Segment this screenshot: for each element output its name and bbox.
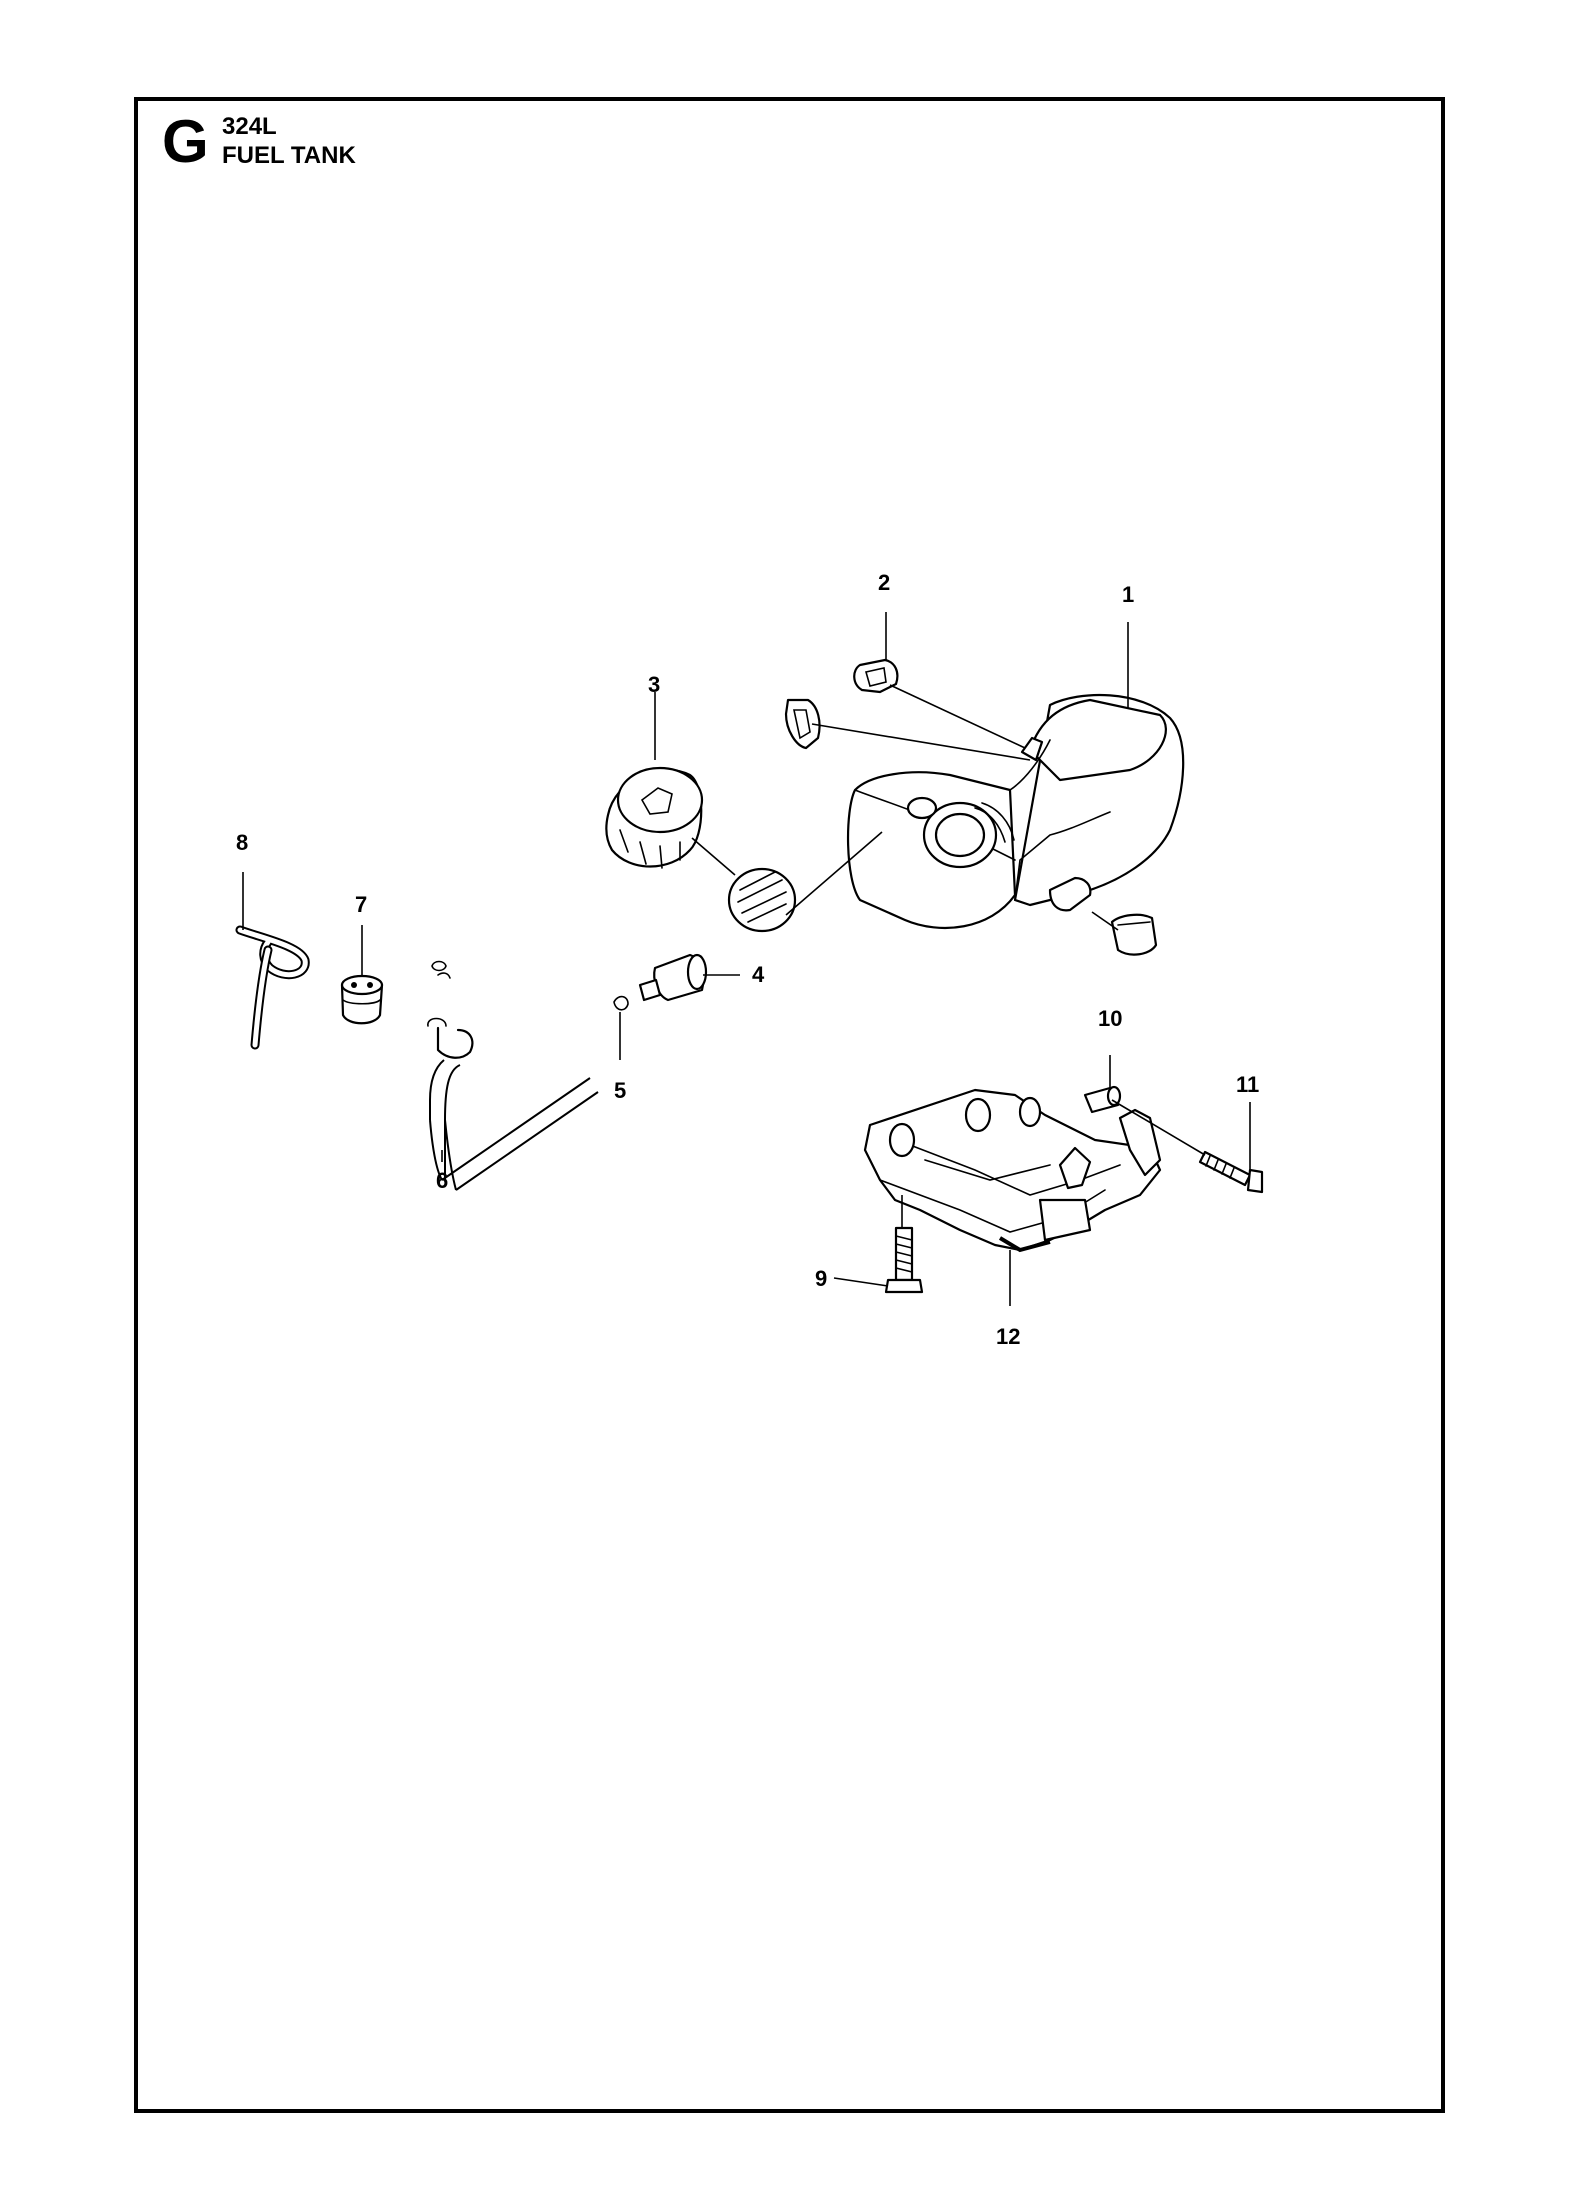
callout-4: 4 <box>752 962 765 987</box>
fuel-tank-part <box>846 693 1185 930</box>
callout-12: 12 <box>996 1324 1020 1349</box>
callout-6: 6 <box>436 1168 448 1193</box>
callout-8: 8 <box>236 830 248 855</box>
callout-3: 3 <box>648 672 660 697</box>
callout-11: 11 <box>1236 1072 1259 1097</box>
vent-hose-part <box>235 925 310 1050</box>
fuel-cap-part <box>605 766 797 933</box>
callout-2: 2 <box>878 570 890 595</box>
callout-5: 5 <box>614 1078 626 1103</box>
screw-9-part <box>884 1226 924 1294</box>
model-number: 324L <box>222 113 277 140</box>
page-frame <box>134 97 1445 2113</box>
grommet-part <box>340 974 384 1025</box>
section-title: FUEL TANK <box>222 142 356 169</box>
callout-9: 9 <box>815 1266 827 1291</box>
spacer-part <box>1083 1085 1122 1114</box>
tank-guard-part <box>863 1088 1162 1253</box>
leader-lines <box>242 612 1251 1306</box>
callout-10: 10 <box>1098 1006 1122 1031</box>
callout-1: 1 <box>1122 582 1134 607</box>
section-letter: G <box>162 108 209 175</box>
rubber-buffer-lower <box>1110 913 1158 956</box>
callout-7: 7 <box>355 892 367 917</box>
hose-clamp-part <box>613 995 629 1011</box>
fuel-filter-part <box>638 953 708 1002</box>
screw-11-part <box>1198 1150 1264 1194</box>
rubber-buffer-part <box>784 658 899 750</box>
fuel-hose-part <box>427 960 599 1191</box>
